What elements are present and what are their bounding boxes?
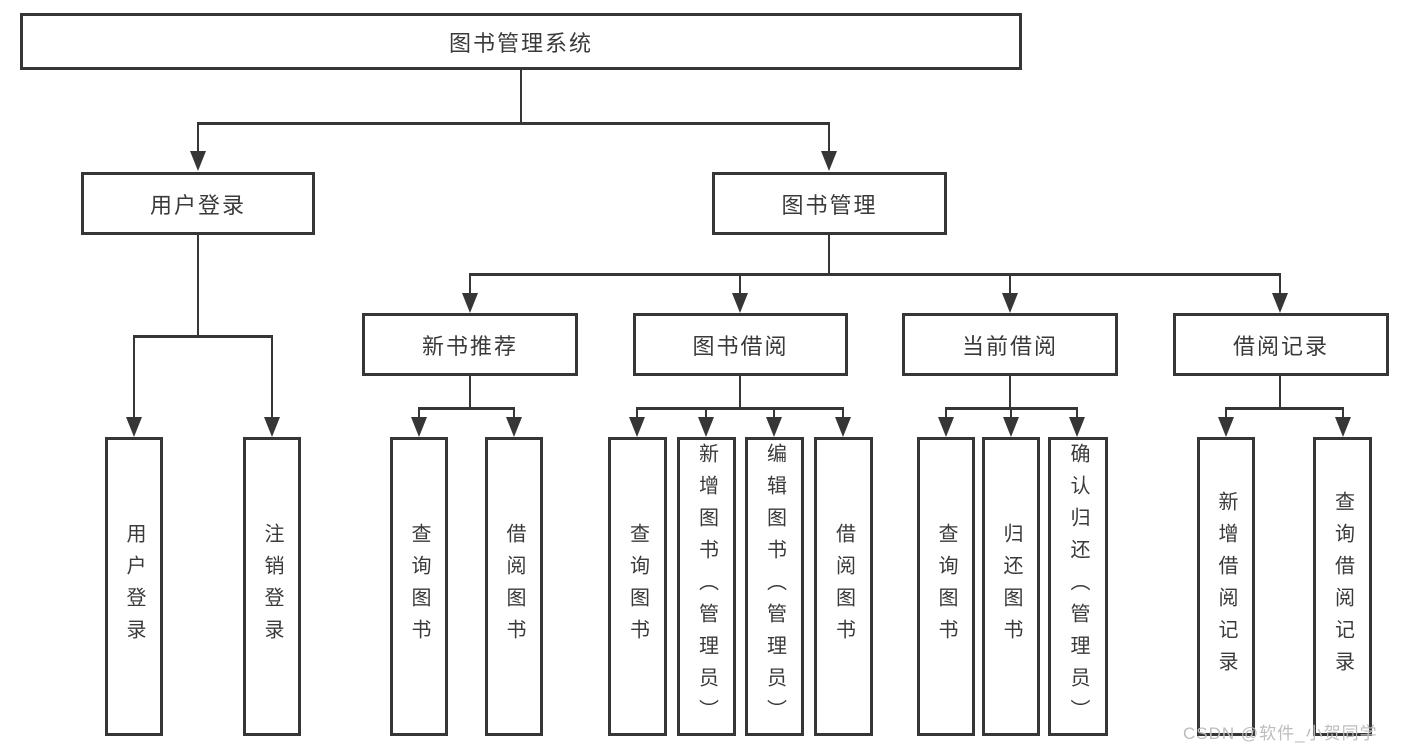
connector-line [635,407,639,420]
connector-line [738,376,742,407]
arrowhead-down-icon [1003,417,1019,437]
leaf-borrow-books-borrowing: 借阅图书 [814,437,873,736]
leaf-label: 查询图书 [408,522,430,651]
connector-line [417,407,421,420]
arrowhead-down-icon [126,417,142,437]
node-library-management-system: 图书管理系统 [20,13,1022,70]
connector-line [196,122,200,154]
arrowhead-down-icon [506,417,522,437]
connector-line [196,235,200,335]
arrowhead-down-icon [835,417,851,437]
node-label: 图书管理系统 [448,30,593,56]
connector-line [519,70,523,122]
connector-line [132,335,136,420]
arrowhead-down-icon [1335,417,1351,437]
leaf-confirm-return-admin: 确认归还（管理员） [1048,437,1108,736]
node-current-borrowing: 当前借阅 [902,313,1118,376]
leaf-label: 注销登录 [261,522,283,651]
leaf-label: 编辑图书（管理员） [763,442,786,731]
connector-line [470,273,1280,276]
connector-line [512,407,516,420]
connector-line [1008,376,1012,407]
leaf-query-books-current: 查询图书 [917,437,975,736]
leaf-label: 查询图书 [935,522,957,651]
node-user-login-branch: 用户登录 [81,172,315,235]
arrowhead-down-icon [821,151,837,171]
connector-line [468,376,472,407]
connector-line [1278,376,1282,407]
node-label: 图书管理 [781,192,878,218]
leaf-query-books-recommend: 查询图书 [390,437,448,736]
leaf-logout: 注销登录 [243,437,301,736]
csdn-watermark: CSDN @软件_小贺同学 [1183,724,1378,743]
connector-line [704,407,708,420]
node-label: 图书借阅 [692,333,789,359]
arrowhead-down-icon [629,417,645,437]
connector-line [1224,407,1228,420]
leaf-query-borrow-record: 查询借阅记录 [1313,437,1372,736]
arrowhead-down-icon [1218,417,1234,437]
node-label: 当前借阅 [961,333,1058,359]
leaf-label: 新增借阅记录 [1215,490,1237,683]
arrowhead-down-icon [732,293,748,313]
leaf-label: 查询借阅记录 [1331,490,1354,683]
leaf-label: 确认归还（管理员） [1067,442,1089,731]
node-label: 用户登录 [149,192,246,218]
arrowhead-down-icon [766,417,782,437]
arrowhead-down-icon [698,417,714,437]
connector-line [944,407,948,420]
leaf-label: 查询图书 [626,522,649,651]
node-borrowing-records: 借阅记录 [1173,313,1389,376]
arrowhead-down-icon [411,417,427,437]
node-book-borrowing: 图书借阅 [633,313,848,376]
connector-line [197,122,830,125]
leaf-add-borrow-record: 新增借阅记录 [1197,437,1255,736]
leaf-edit-book-admin: 编辑图书（管理员） [745,437,804,736]
arrowhead-down-icon [1272,293,1288,313]
connector-line [827,235,831,273]
connector-line [1226,407,1343,410]
connector-line [827,122,831,154]
connector-line [134,335,272,338]
node-new-book-recommend: 新书推荐 [362,313,578,376]
connector-line [419,407,514,410]
leaf-label: 借阅图书 [503,522,525,651]
connector-line [1075,407,1079,420]
leaf-label: 用户登录 [123,522,145,651]
connector-line [1008,273,1012,295]
leaf-label: 借阅图书 [832,522,855,651]
arrowhead-down-icon [264,417,280,437]
leaf-return-book: 归还图书 [982,437,1040,736]
arrowhead-down-icon [1002,293,1018,313]
connector-line [841,407,845,420]
connector-line [738,273,742,295]
connector-line [637,407,843,410]
connector-line [1009,407,1013,420]
arrowhead-down-icon [1069,417,1085,437]
connector-line [1341,407,1345,420]
arrowhead-down-icon [190,151,206,171]
node-book-management-branch: 图书管理 [712,172,947,235]
leaf-query-books-borrowing: 查询图书 [608,437,667,736]
connector-line [468,273,472,295]
leaf-user-login: 用户登录 [105,437,163,736]
arrowhead-down-icon [938,417,954,437]
leaf-borrow-books-recommend: 借阅图书 [485,437,543,736]
leaf-add-book-admin: 新增图书（管理员） [677,437,736,736]
connector-line [270,335,274,420]
arrowhead-down-icon [462,293,478,313]
leaf-label: 新增图书（管理员） [695,442,718,731]
node-label: 新书推荐 [421,333,518,359]
leaf-label: 归还图书 [1000,522,1022,651]
connector-line [772,407,776,420]
node-label: 借阅记录 [1232,333,1329,359]
connector-line [1278,273,1282,295]
